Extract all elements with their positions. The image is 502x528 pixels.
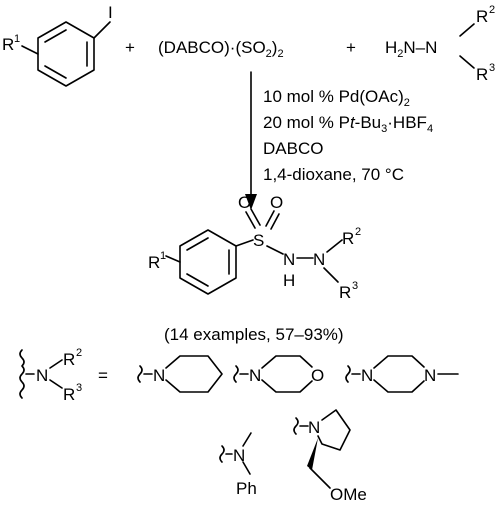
product: R 1 S O O N H N R 2 R 3 [148, 193, 361, 302]
r1-index: 1 [14, 33, 20, 45]
product-o2: O [270, 193, 283, 212]
r1-label: R [2, 35, 14, 54]
product-r1: R [148, 253, 160, 272]
hydrazine-r3: R [476, 65, 488, 84]
condition-line2: 20 mol % P [263, 113, 350, 132]
condition-line2-post: ·HBF [387, 113, 427, 132]
conditions: 10 mol % Pd(OAc)2 20 mol % Pt-Bu3·HBF4 D… [263, 87, 433, 184]
h2n-h: H [385, 38, 397, 57]
condition-line2-sub: 3 [381, 123, 387, 135]
plus-sign-1: + [125, 38, 135, 57]
generic-amine-r3-sup: 3 [76, 382, 82, 394]
dabso-sub2: 2 [277, 48, 283, 60]
svg-text:(DABCO)·(SO2)2: (DABCO)·(SO2)2 [158, 38, 284, 60]
methylanilino-ph: Ph [236, 479, 257, 498]
hydrazine-r3-sup: 3 [489, 62, 495, 74]
methylanilino-n: N [233, 446, 245, 465]
product-r3-sup: 3 [352, 280, 358, 292]
reaction-arrow [245, 71, 257, 210]
hydrazine-nn: N–N [403, 38, 437, 57]
generic-amine-n: N [36, 366, 48, 385]
condition-line1-sub: 2 [404, 97, 410, 109]
product-h: H [283, 271, 295, 290]
dabso-sub: 2 [266, 48, 272, 60]
dabso-reagent: (DABCO)·(SO2)2 [158, 38, 284, 60]
svg-text:20 mol % Pt-Bu3·HBF4: 20 mol % Pt-Bu3·HBF4 [263, 113, 433, 135]
svg-text:10 mol % Pd(OAc)2: 10 mol % Pd(OAc)2 [263, 87, 410, 109]
hydrazine: H2N–N R 2 R 3 [385, 4, 495, 84]
generic-amine: N R 2 R 3 = [19, 347, 108, 404]
methylpiperazine: N N [345, 355, 459, 393]
piperazine-n2: N [424, 366, 436, 385]
product-r1-sup: 1 [160, 250, 166, 262]
dabso-text: (DABCO)·(SO [158, 38, 266, 57]
equals-sign: = [98, 366, 108, 385]
condition-line1: 10 mol % Pd(OAc) [263, 87, 404, 106]
morpholine-n: N [249, 366, 261, 385]
product-r3: R [339, 283, 351, 302]
condition-line3: DABCO [263, 139, 323, 158]
product-r2-sup: 2 [355, 226, 361, 238]
condition-line2-italic: t [350, 113, 356, 132]
piperidine: N [137, 355, 223, 393]
hydrazine-r2-sup: 2 [489, 4, 495, 16]
generic-amine-r2: R [63, 350, 75, 369]
product-o1: O [238, 193, 251, 212]
generic-amine-r3: R [63, 385, 75, 404]
dabso-close: ) [272, 38, 278, 57]
piperidine-n: N [153, 366, 165, 385]
methylanilino: N Ph [219, 432, 257, 498]
condition-line2-sub2: 4 [427, 123, 433, 135]
hydrazine-r2: R [476, 7, 488, 26]
prolinol-n: N [308, 418, 320, 437]
product-n1: N [283, 250, 295, 269]
product-r2: R [342, 229, 354, 248]
product-n2: N [313, 250, 325, 269]
piperazine-n1: N [361, 366, 373, 385]
condition-line2-mid: -Bu [355, 113, 381, 132]
plus-sign-2: + [346, 38, 356, 57]
morpholine-o: O [311, 366, 324, 385]
yield-summary: (14 examples, 57–93%) [164, 325, 344, 344]
morpholine: N O [233, 355, 324, 393]
condition-line4: 1,4-dioxane, 70 °C [263, 165, 404, 184]
iodine-label: I [108, 3, 113, 22]
prolinol-ome: OMe [330, 485, 367, 504]
h2n-sub: 2 [397, 48, 403, 60]
svg-text:H2N–N: H2N–N [385, 38, 437, 60]
aryl-iodide: I R 1 [2, 3, 113, 87]
product-s: S [253, 231, 264, 250]
prolinol-ether: N OMe [293, 409, 367, 504]
generic-amine-r2-sup: 2 [76, 347, 82, 359]
